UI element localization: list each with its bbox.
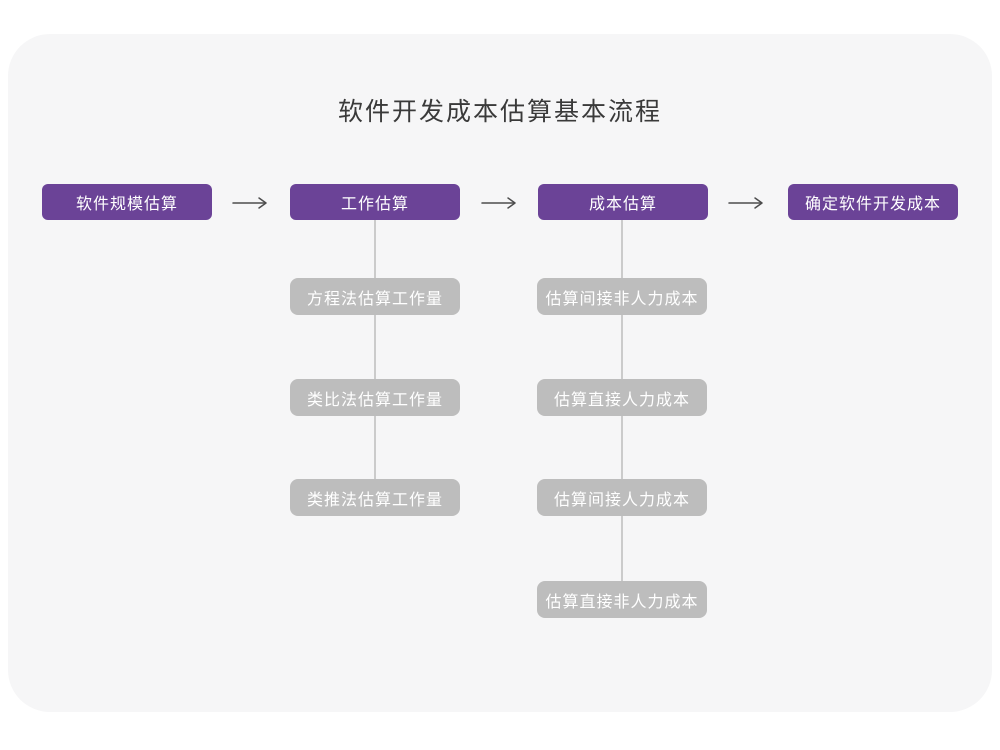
stage-node-cost-estimation: 成本估算 [538,184,708,220]
connector-line-work-branch [374,220,376,479]
flow-arrow-icon [728,196,766,214]
stage-node-software-scale-estimation: 软件规模估算 [42,184,212,220]
branch-node-direct-labor-cost: 估算直接人力成本 [537,379,707,416]
flow-arrow-icon [232,196,270,214]
stage-node-determine-development-cost: 确定软件开发成本 [788,184,958,220]
branch-node-indirect-nonlabor-cost: 估算间接非人力成本 [537,278,707,315]
branch-node-extrapolation-method: 类推法估算工作量 [290,479,460,516]
branch-node-equation-method: 方程法估算工作量 [290,278,460,315]
stage-node-work-estimation: 工作估算 [290,184,460,220]
branch-node-direct-nonlabor-cost: 估算直接非人力成本 [537,581,707,618]
flow-arrow-icon [481,196,519,214]
branch-node-analogy-method: 类比法估算工作量 [290,379,460,416]
diagram-canvas [8,34,992,712]
diagram-title: 软件开发成本估算基本流程 [337,98,662,126]
branch-node-indirect-labor-cost: 估算间接人力成本 [537,479,707,516]
